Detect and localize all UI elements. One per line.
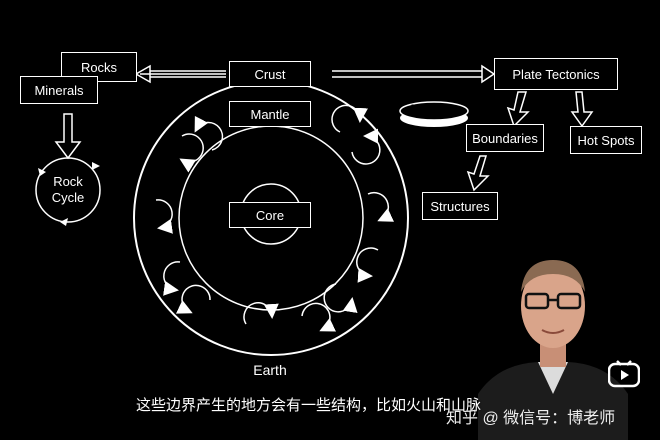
rock-cycle-label: Rock Cycle <box>51 174 85 205</box>
ring-of-fire-label: Ring of Fire <box>410 103 458 113</box>
structures-box: Structures <box>422 192 498 220</box>
video-play-icon[interactable] <box>608 360 640 388</box>
plate-tectonics-box: Plate Tectonics <box>494 58 618 90</box>
minerals-to-cycle-arrow <box>54 113 82 160</box>
watermark: 知乎 @ 微信号：博老师 <box>446 410 616 427</box>
presenter-figure <box>478 260 628 440</box>
rock-cycle-circle <box>35 157 101 223</box>
core-box: Core <box>229 202 311 228</box>
crust-to-plate-arrow <box>481 64 496 84</box>
earth-label: Earth <box>253 362 287 378</box>
video-subtitle: 这些边界产生的地方会有一些结构，比如火山和山脉 <box>136 397 482 414</box>
boundaries-box: Boundaries <box>466 124 544 152</box>
plate-to-hotspots-arrow <box>570 91 594 128</box>
crust-box: Crust <box>229 61 311 87</box>
mantle-box: Mantle <box>229 101 311 127</box>
hot-spots-box: Hot Spots <box>570 126 642 154</box>
minerals-box: Minerals <box>20 76 98 104</box>
plate-to-boundaries-arrow <box>506 91 530 128</box>
boundaries-to-structures-arrow <box>466 155 490 192</box>
convection-arrows <box>155 104 395 332</box>
